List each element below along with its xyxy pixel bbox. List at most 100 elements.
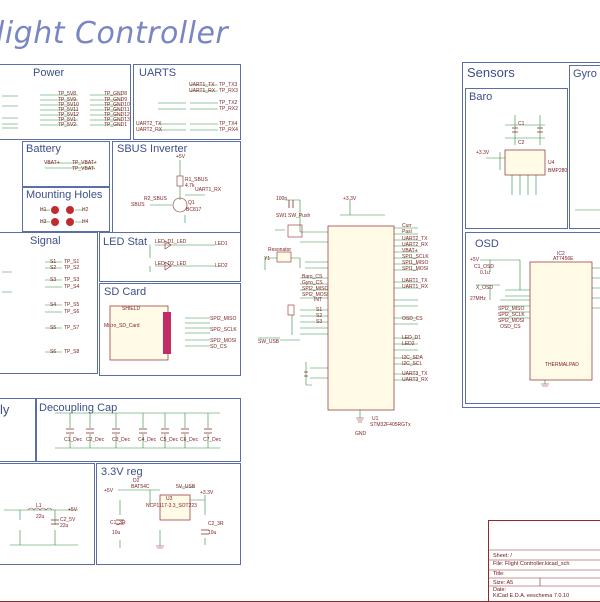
osd-net-freq: 27MHz [470, 296, 486, 302]
dec-5: C6_Dec [180, 437, 199, 443]
power-gnd-1: TP_GND9 [104, 97, 128, 103]
reg-net-part: NCP1117-3.3_SOT223 [146, 503, 197, 509]
mcu-left-net-0: Baro_CS [302, 274, 323, 280]
signal-tp-5: TP_S6 [64, 309, 80, 315]
block-uarts[interactable] [133, 64, 241, 140]
mcu-net-6: SPI1_MISO [402, 260, 429, 266]
block-supply[interactable] [0, 398, 36, 462]
block-osd[interactable] [465, 232, 600, 404]
osd-ic-symbol [529, 261, 593, 381]
signal-tp-4: TP_S5 [64, 302, 80, 308]
power-gnd-4: TP_GND12 [104, 112, 130, 118]
mcu-net-0: Curr [402, 223, 412, 229]
osd-net-cs: OSD_CS [500, 324, 521, 330]
power-gnd-5: TP_GND13 [104, 117, 130, 123]
mcu-net-4: VBAT+ [402, 248, 418, 254]
block-sdcard-title: SD Card [104, 286, 147, 298]
osd-net-5v: +5V [470, 257, 480, 263]
block-battery[interactable] [22, 141, 110, 187]
mcu-left-net-7: S3 [316, 319, 323, 325]
uart-tp-4: TP_TX4 [219, 121, 238, 127]
osd-thermal: THERMALPAD [545, 362, 579, 368]
baro-ref: U4 [548, 160, 555, 166]
supply-l1v: 22u [36, 514, 45, 520]
block-sdcard[interactable] [99, 283, 241, 376]
led-net-0: LED_D1_LED [155, 239, 187, 245]
block-gyro[interactable] [569, 65, 600, 229]
mcu-left-net-11: SW_USB [258, 339, 280, 345]
reg-net-c1v: 10u [112, 530, 121, 536]
uart-net-2: UART2_TX [136, 121, 162, 127]
block-osd-title: OSD [475, 238, 499, 250]
supply-c2v: 22u [60, 523, 69, 529]
power-gnd-0: TP_GND8 [104, 91, 128, 97]
sd-net-miso: SPI2_MISO [210, 316, 237, 322]
block-supply-2[interactable] [0, 463, 95, 565]
block-baro-title: Baro [469, 91, 493, 103]
signal-net-4: S5 [50, 325, 57, 331]
block-battery-title: Battery [26, 143, 61, 155]
mcu-net-16: I2C_SCL [402, 361, 423, 367]
titleblock-date: Date: [493, 587, 507, 593]
supply-c2: C2_5V [60, 517, 76, 523]
block-led[interactable] [99, 232, 241, 282]
block-mounting[interactable] [22, 187, 110, 232]
reset-cap: 100n [276, 196, 288, 202]
battery-net-1: TP_VBAT+ [72, 160, 97, 166]
signal-tp-0: TP_S1 [64, 259, 80, 265]
block-reg-title: 3.3V reg [101, 466, 143, 478]
mcu-part-label: STM32F405RGTx [370, 422, 411, 428]
block-baro[interactable] [465, 88, 568, 229]
signal-net-0: S1 [50, 259, 57, 265]
osd-net-cval: 0.1u [480, 270, 490, 276]
osd-net-mosi: SPI2_MOSI [498, 318, 525, 324]
sd-pin-shield: SHIELD [122, 306, 141, 312]
reg-net-d2: D2 [133, 478, 140, 484]
mcu-net-18: UART3_RX [402, 377, 429, 383]
uart-tp-5: TP_RX4 [219, 127, 238, 133]
sd-ref: Micro_SD_Card [104, 323, 140, 329]
resonator-ref: Y1 [264, 256, 271, 262]
resonator-label: Resonator [268, 247, 292, 253]
regulator-symbol [159, 494, 191, 521]
supply-5v: +5V [68, 507, 78, 513]
mcu-net-7: SPI1_MOSI [402, 266, 429, 272]
mount-h3: H3 [40, 219, 47, 225]
mcu-net-9: UART1_RX [402, 284, 429, 290]
sbus-net-q1: Q1 [188, 200, 195, 206]
block-sensors[interactable] [462, 62, 600, 408]
reg-net-u3: U3 [166, 496, 173, 502]
dec-0: C1_Dec [64, 437, 83, 443]
mount-h1: H1 [40, 207, 47, 213]
mcu-left-net-1: Gyro_CS [302, 280, 323, 286]
block-sbus-title: SBUS Inverter [117, 143, 188, 155]
uart-tp-3: TP_RX2 [219, 106, 238, 112]
osd-net-miso: SPI2_MISO [498, 306, 525, 312]
block-reg[interactable] [96, 463, 241, 565]
reg-net-c2v: 10u [208, 530, 217, 536]
power-gnd-3: TP_GND11 [104, 107, 130, 113]
block-power[interactable] [0, 64, 131, 140]
power-net-2: TP_5V10 [58, 102, 79, 108]
mcu-ref-label: U1 [372, 416, 379, 422]
baro-net-c1: C1 [518, 121, 525, 127]
block-led-title: LED Stat [103, 236, 148, 248]
block-uarts-title: UARTS [139, 67, 177, 79]
mcu-gnd-label: GND [355, 431, 367, 437]
mcu-net-2: UART2_TX [402, 236, 428, 242]
titleblock-sheet: Sheet: / [493, 553, 512, 559]
mcu-left-net-6: S2 [316, 313, 323, 319]
mcu-left-net-3: SPI2_MOSI [302, 292, 329, 298]
sd-net-mosi: SPI2_MOSI [210, 338, 237, 344]
mcu-left-net-4: INT [314, 297, 323, 303]
power-gnd-2: TP_GND10 [104, 102, 130, 108]
uart-net-0: UART1_TX [189, 82, 215, 88]
led-net-3: LED2 [215, 263, 228, 269]
signal-tp-3: TP_S4 [64, 284, 80, 290]
uart-tp-0: TP_TX3 [219, 82, 238, 88]
signal-net-3: S4 [50, 302, 57, 308]
supply-l1: L1 [36, 503, 42, 509]
uart-net-1: UART1_RX [189, 88, 216, 94]
block-signal[interactable] [0, 232, 98, 374]
block-decoupling[interactable] [36, 398, 241, 462]
